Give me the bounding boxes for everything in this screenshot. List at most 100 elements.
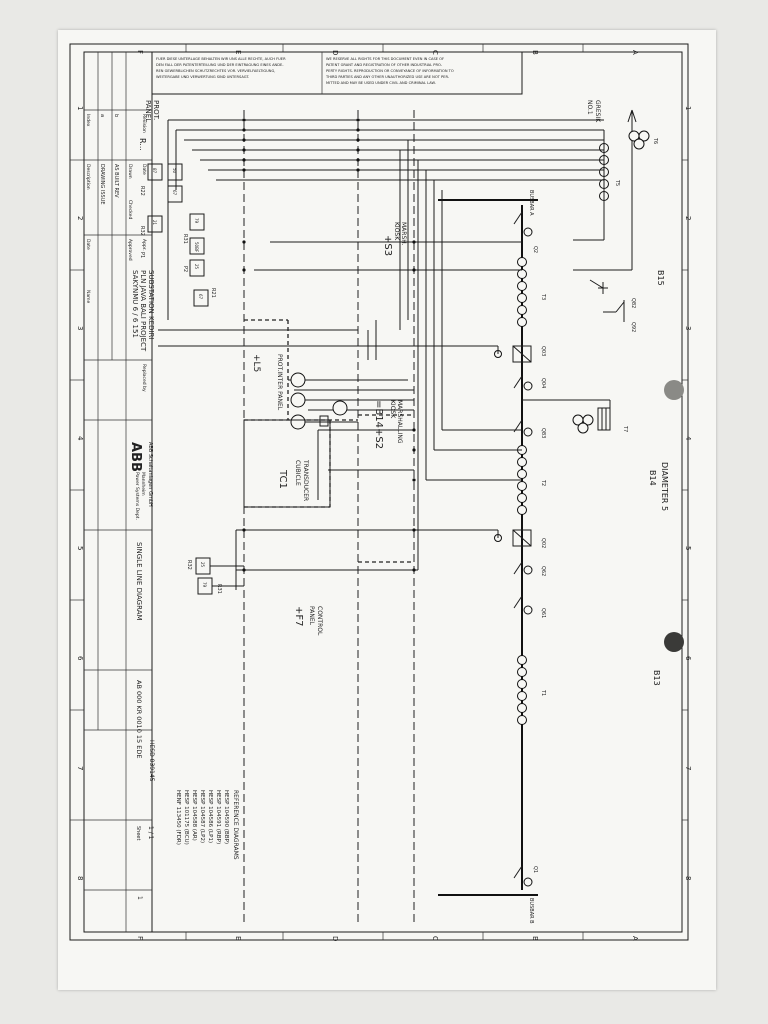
- revision-label: Revision: [141, 114, 147, 133]
- date-label: Date: [141, 164, 147, 175]
- breaker-q02: Q02: [494, 529, 546, 548]
- zone-number-7: 7: [684, 766, 692, 770]
- t1-ct-stack: T1: [517, 655, 546, 725]
- zone-number-2: 2: [684, 216, 692, 220]
- q62-label: Q62: [540, 566, 546, 576]
- zone-numbers-left: 1 2 3 4 5 6 7 8: [76, 106, 84, 880]
- project-line-2: PLN JAVA BALI PROJECT: [139, 270, 147, 352]
- zone-letter-d-top: D: [331, 50, 339, 55]
- company-name: ABB Schaltanlagen GmbH: [147, 442, 153, 507]
- isolator-q83: Q83: [513, 419, 546, 438]
- r22-label: R22: [139, 186, 145, 196]
- note-de-line-3: REN GEWERBLICHEN SCHUTZRECHTES VOR. VERV…: [156, 69, 275, 73]
- t3-label: T3: [540, 293, 546, 300]
- zone-number-3-left: 3: [76, 326, 84, 330]
- zone-letter-d-bottom: D: [331, 936, 339, 941]
- rev-row-1-description: DRAWING ISSUE: [99, 164, 105, 205]
- note-en-line-4: THIRD PARTIES AND ANY OTHER UNAUTHORIZED…: [325, 75, 450, 79]
- reference-item-2: HESP 104591 (RBP): [215, 790, 221, 844]
- relay-67: 67: [172, 190, 177, 196]
- zone-letter-e-bottom: E: [234, 936, 242, 940]
- rev-row-1-index: a: [99, 114, 105, 117]
- rev-row-2-index: b: [113, 114, 119, 117]
- zone-number-4-left: 4: [76, 436, 84, 441]
- reference-item-3: HESP 104586 (LP1): [207, 790, 213, 843]
- replaced-by-label: Replaced by: [141, 364, 147, 392]
- bay-labels: B15 DIAMETER 5 B14 B13 GRESIK NO.1: [586, 100, 669, 686]
- reference-item-6: HESP 101175 (BCU): [183, 790, 189, 845]
- marsh-kiosk-2-label-1: MARSHALLING: [396, 400, 403, 444]
- t2-label: T2: [540, 479, 546, 486]
- r21-label: R21: [210, 288, 216, 298]
- marsh-kiosk-1-label-1: MARSH.: [400, 222, 407, 246]
- document-number: HESD 039145: [148, 740, 155, 782]
- relay-79: 79: [194, 218, 199, 224]
- drawing-number: AB 000 KR 0010 15 EDE: [135, 680, 143, 758]
- wiring-middle: [158, 160, 522, 590]
- no1-label: NO.1: [586, 100, 593, 115]
- q04-label: Q04: [540, 378, 546, 388]
- note-de-line-4: WEITERGABE UND VERWERTUNG SIND UNTERSAGT…: [156, 75, 249, 79]
- gresik-feeder: T6 T5: [573, 109, 658, 271]
- abb-logo: ABB: [128, 442, 143, 472]
- r32-label: R32: [139, 226, 145, 236]
- r32-lower-label: R32: [186, 560, 192, 570]
- note-en-line-1: WE RESERVE ALL RIGHTS FOR THIS DOCUMENT …: [326, 57, 444, 61]
- rev-header-description: Description: [85, 164, 91, 190]
- wiring-upper: [167, 119, 604, 330]
- transducer-label-1: TRANSDUCER: [302, 459, 309, 501]
- zone-number-6: 6: [684, 656, 692, 661]
- outer-frame: [69, 43, 689, 941]
- approved-label: Approved: [127, 239, 133, 261]
- breaker-q03: Q03: [494, 345, 546, 363]
- t6-label: T6: [652, 137, 658, 144]
- q61-label: Q61: [540, 608, 546, 618]
- zone-letter-c-bottom: C: [431, 936, 439, 941]
- zone-number-3: 3: [684, 326, 692, 330]
- prot-panel-label-2: PANEL: [144, 100, 152, 122]
- prot-panel-label-1: PROT.: [152, 100, 160, 120]
- t3-ct-stack: T3: [517, 257, 546, 327]
- transducer-label-2: CUBICLE: [294, 460, 301, 486]
- prot-inter-panel-label: PROT.INTER PANEL: [276, 354, 283, 411]
- p2-label: P2: [182, 266, 188, 272]
- zone-number-8: 8: [684, 876, 692, 880]
- rev-header-name: Name: [85, 290, 91, 304]
- punch-hole-top: [664, 380, 684, 400]
- reference-list: REFERENCE DIAGRAMS HESP 104590 (BBP) HES…: [175, 790, 239, 860]
- q03-label: Q03: [540, 346, 546, 356]
- t7-label: T7: [622, 425, 628, 432]
- company-dept: Power Systems Dept.: [134, 472, 140, 520]
- l5-label: +L5: [251, 354, 261, 372]
- isolator-q61: Q61: [513, 595, 546, 618]
- zone-letter-b-top: B: [531, 50, 539, 55]
- zone-number-1-left: 1: [76, 106, 84, 110]
- zone-ticks: [70, 44, 688, 940]
- f7-label: +F7: [293, 606, 304, 627]
- isolator-q82: Q82 Q92: [589, 279, 636, 332]
- drawn-label: Drawn: [127, 164, 133, 179]
- panel-labels: PROT. PANEL R... MARSH. KIOSK +S3 MARSHA…: [138, 100, 407, 636]
- t7-group: T7: [522, 399, 628, 434]
- note-en-line-5: MITTED AND MAY BE USED UNDER CIVIL AND C…: [326, 81, 436, 85]
- bus-q1: Q1: [513, 865, 538, 887]
- copyright-notes: FUER DIESE UNTERLAGE BEHALTEN WIR UNS AL…: [151, 51, 523, 95]
- checked-label: Checked: [127, 200, 133, 219]
- zone-letters-top: A B C D E F: [136, 50, 639, 55]
- drawing-sheet: A B C D E F A B C D E F: [58, 30, 716, 990]
- note-en-line-3: PERTY RIGHTS. REPRODUCTION OR CONVEYANCE…: [326, 69, 454, 73]
- reference-item-1: HESP 104590 (BBP): [223, 790, 229, 844]
- marsh-kiosk-1-label-2: KIOSK: [393, 222, 400, 241]
- r-mark: R...: [138, 138, 147, 151]
- tc1-label: TC1: [277, 469, 288, 489]
- bus-q2: Q2: [513, 211, 538, 253]
- relay-67-lower: 67: [198, 294, 203, 300]
- q02-label: Q02: [540, 538, 546, 548]
- drawing-title: SINGLE LINE DIAGRAM: [135, 542, 143, 621]
- diagram-canvas: A B C D E F A B C D E F: [69, 43, 692, 941]
- bay-b14-label: B14: [648, 470, 657, 486]
- zone-numbers-right: 1 2 3 4 5 6 7 8: [684, 106, 692, 880]
- reference-title: REFERENCE DIAGRAMS: [232, 790, 239, 860]
- zone-letter-b-bottom: B: [531, 936, 539, 941]
- r31-label: R31: [182, 234, 188, 244]
